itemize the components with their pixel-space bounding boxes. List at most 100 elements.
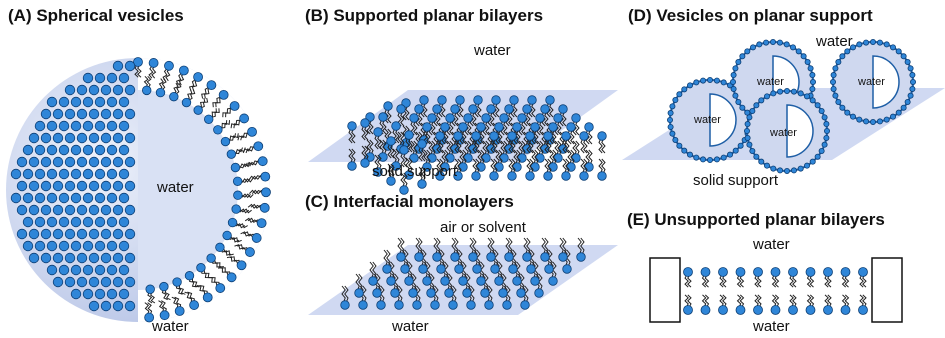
lipid-headgroup: [46, 144, 58, 156]
lipid: [525, 131, 535, 154]
lipid-headgroup: [676, 91, 683, 98]
lipid-tail: [415, 237, 420, 255]
lipid-tail: [526, 158, 531, 174]
lipid-headgroup: [700, 156, 707, 163]
lipid-headgroup: [58, 192, 70, 204]
lipid-tail: [859, 274, 864, 288]
lipid-headgroup: [435, 131, 445, 141]
lipid: [158, 300, 170, 321]
lipid-tail: [147, 292, 153, 304]
lipid-tail: [467, 120, 472, 136]
lipid-tail: [534, 129, 539, 145]
lipid-headgroup: [512, 276, 522, 286]
panel-d-bottom-label: solid support: [693, 172, 779, 189]
lipid: [453, 131, 463, 154]
lipid: [435, 158, 445, 181]
lipid-tail: [400, 237, 405, 255]
lipid-tail: [226, 256, 239, 264]
lipid: [553, 113, 563, 136]
lipid-tail: [565, 138, 570, 154]
lipid: [486, 237, 496, 262]
lipid-tail: [505, 237, 510, 255]
lipid-headgroup: [28, 132, 40, 144]
lipid-tail: [482, 140, 487, 156]
lipid-headgroup: [106, 288, 118, 300]
lipid-tail: [377, 134, 382, 150]
lipid-headgroup: [458, 276, 468, 286]
lipid-headgroup: [58, 168, 70, 180]
lipid-headgroup: [124, 108, 136, 120]
lipid-headgroup: [566, 122, 576, 132]
lipid-tail: [827, 274, 832, 288]
lipid-headgroup: [788, 267, 798, 277]
lipid-headgroup: [823, 267, 833, 277]
lipid: [579, 131, 589, 154]
lipid-tail: [580, 237, 585, 255]
lipid-headgroup: [94, 288, 106, 300]
lipid-headgroup: [732, 65, 739, 72]
lipid-headgroup: [58, 120, 70, 132]
lipid-headgroup: [124, 276, 136, 288]
lipid: [399, 172, 409, 195]
lipid-tail: [351, 148, 356, 164]
lipid-headgroup: [909, 72, 916, 79]
lipid-tail: [531, 149, 536, 165]
lipid-tail: [487, 237, 492, 255]
lipid-headgroup: [100, 156, 112, 168]
lipid-headgroup: [82, 288, 94, 300]
lipid-tail: [575, 120, 580, 136]
lipid-headgroup: [52, 204, 64, 216]
lipid-headgroup: [196, 263, 206, 273]
lipid-headgroup: [347, 161, 357, 171]
lipid: [504, 104, 514, 127]
lipid: [196, 263, 213, 279]
lipid-headgroup: [545, 95, 555, 105]
lipid-tail: [134, 64, 139, 78]
lipid: [458, 122, 468, 145]
lipid-tail: [704, 294, 710, 308]
lipid-headgroup: [76, 276, 88, 288]
lipid-headgroup: [100, 204, 112, 216]
lipid-headgroup: [124, 300, 136, 312]
lipid-tail: [439, 158, 444, 174]
lipid: [753, 294, 763, 315]
lipid-headgroup: [517, 113, 527, 123]
lipid-headgroup: [687, 151, 694, 158]
lipid-headgroup: [676, 142, 683, 149]
lipid-tail: [534, 149, 539, 165]
lipid: [543, 158, 553, 181]
lipid: [249, 187, 271, 198]
lipid-tail: [459, 102, 464, 118]
lipid-headgroup: [230, 162, 241, 173]
lipid-tail: [144, 302, 150, 315]
lipid-headgroup: [144, 312, 155, 323]
lipid-tail: [588, 129, 593, 145]
lipid-headgroup: [450, 104, 460, 114]
lipid-headgroup: [245, 247, 255, 257]
lipid-headgroup: [507, 171, 517, 181]
lipid-tail: [549, 102, 554, 118]
lipid-tail: [572, 140, 577, 156]
lipid-headgroup: [100, 84, 112, 96]
panel-a-inner-label: water: [157, 179, 194, 196]
lipid-headgroup: [112, 60, 124, 72]
lipid-headgroup: [727, 151, 734, 158]
lipid-tail: [523, 237, 528, 255]
lipid-headgroup: [499, 113, 509, 123]
lipid-headgroup: [112, 108, 124, 120]
lipid: [373, 127, 383, 150]
lipid-headgroup: [718, 267, 728, 277]
lipid-headgroup: [236, 260, 247, 271]
lipid-headgroup: [52, 132, 64, 144]
lipid-headgroup: [34, 120, 46, 132]
panel-d-vesicle-label: water: [694, 114, 721, 126]
lipid-tail: [212, 108, 220, 118]
lipid-tail: [431, 120, 436, 136]
lipid-tail: [809, 274, 815, 288]
lipid: [770, 267, 781, 288]
lipid-headgroup: [870, 39, 877, 46]
left-support-frame: [649, 257, 681, 323]
lipid-tail: [369, 261, 374, 279]
lipid-headgroup: [454, 264, 464, 274]
panel-b-top-label: water: [474, 42, 511, 59]
